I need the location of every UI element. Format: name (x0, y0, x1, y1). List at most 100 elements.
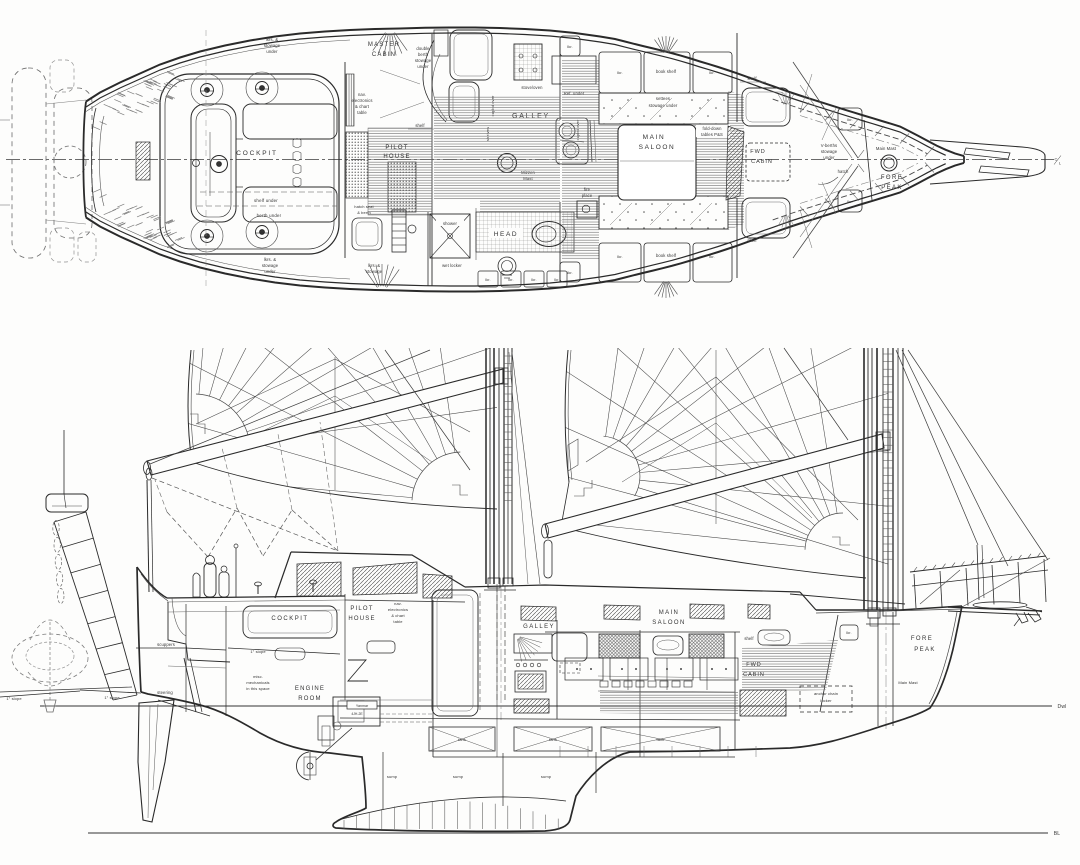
svg-text:stove/oven: stove/oven (521, 85, 543, 90)
svg-text:berth: berth (418, 52, 429, 57)
svg-text:misc.: misc. (253, 674, 263, 679)
svg-text:book shelf: book shelf (656, 253, 677, 258)
svg-text:in this space: in this space (246, 686, 270, 691)
svg-text:& chart: & chart (391, 613, 405, 618)
svg-text:wet locker: wet locker (442, 263, 462, 268)
svg-text:4JH-2E: 4JH-2E (351, 712, 363, 716)
svg-text:HOUSE: HOUSE (348, 616, 375, 622)
svg-text:lkr.: lkr. (508, 278, 513, 282)
svg-text:stowage: stowage (262, 263, 279, 268)
svg-text:under: under (417, 64, 429, 69)
svg-text:lkr.: lkr. (709, 70, 715, 75)
svg-text:& berth: & berth (357, 210, 371, 215)
svg-text:sump: sump (453, 774, 464, 779)
svg-text:MAIN: MAIN (643, 134, 666, 141)
svg-text:locker: locker (820, 698, 832, 703)
svg-text:hatch seat: hatch seat (354, 204, 374, 209)
svg-text:double: double (416, 46, 430, 51)
svg-text:under: under (266, 49, 278, 54)
svg-text:V-berths: V-berths (821, 143, 837, 148)
svg-text:lkr.: lkr. (846, 631, 851, 635)
svg-text:shelf under: shelf under (254, 198, 278, 203)
svg-text:table: table (357, 110, 367, 115)
svg-text:lkr.: lkr. (709, 254, 715, 259)
svg-text:shelf: shelf (747, 238, 757, 243)
svg-text:anchor chain: anchor chain (814, 691, 838, 696)
svg-text:tank: tank (458, 737, 466, 742)
svg-text:tank: tank (657, 737, 665, 742)
svg-text:stowage: stowage (264, 43, 281, 48)
svg-text:lkr.: lkr. (847, 199, 853, 204)
svg-text:lkrs. &: lkrs. & (264, 257, 276, 262)
svg-text:electronics: electronics (388, 607, 408, 612)
svg-text:PILOT: PILOT (350, 606, 373, 612)
svg-text:FORE: FORE (911, 636, 933, 642)
svg-text:COCKPIT: COCKPIT (236, 150, 278, 157)
svg-text:shelf: shelf (744, 636, 754, 641)
svg-text:electronics: electronics (351, 98, 372, 103)
svg-text:SALOON: SALOON (639, 144, 676, 151)
svg-text:lkr.: lkr. (617, 254, 623, 259)
svg-text:GALLEY: GALLEY (523, 624, 555, 630)
svg-text:PEAK: PEAK (914, 647, 936, 653)
svg-text:& chart: & chart (355, 104, 370, 109)
svg-text:lkr.: lkr. (554, 278, 559, 282)
svg-text:CABIN: CABIN (751, 159, 773, 165)
svg-text:hatch: hatch (838, 169, 849, 174)
svg-text:shower: shower (443, 221, 458, 226)
svg-text:PILOT: PILOT (385, 145, 408, 151)
svg-text:HEAD: HEAD (494, 231, 518, 238)
svg-text:mechanicals: mechanicals (246, 680, 269, 685)
svg-text:Main Mast: Main Mast (898, 680, 918, 685)
svg-text:steering: steering (157, 690, 173, 695)
svg-text:lkr.: lkr. (531, 278, 536, 282)
svg-text:shelf: shelf (747, 76, 757, 81)
svg-text:under: under (264, 269, 276, 274)
svg-text:shelf: shelf (415, 123, 425, 128)
svg-text:nav.: nav. (394, 601, 402, 606)
svg-text:place: place (582, 193, 593, 198)
svg-text:stowage: stowage (415, 58, 432, 63)
svg-text:book shelf: book shelf (656, 69, 677, 74)
svg-text:SALOON: SALOON (652, 620, 685, 626)
svg-text:lkr.: lkr. (567, 44, 573, 49)
svg-text:fold-down: fold-down (702, 126, 722, 131)
svg-text:berth under: berth under (257, 213, 282, 218)
svg-text:lkr.: lkr. (847, 117, 853, 122)
svg-text:C: C (1055, 157, 1058, 162)
svg-text:sump: sump (387, 774, 398, 779)
svg-text:CABIN: CABIN (372, 52, 396, 58)
svg-text:BL: BL (1054, 831, 1061, 837)
svg-text:lkrs. &: lkrs. & (368, 263, 380, 268)
svg-text:stowage: stowage (821, 149, 838, 154)
svg-text:1° slope: 1° slope (6, 696, 22, 701)
svg-text:sump: sump (541, 774, 552, 779)
svg-text:1° slope: 1° slope (250, 649, 266, 654)
svg-text:1° slope: 1° slope (104, 695, 120, 700)
svg-text:tables P&S: tables P&S (701, 132, 723, 137)
svg-text:CABIN: CABIN (743, 672, 765, 678)
svg-text:Yanmar: Yanmar (356, 704, 369, 708)
svg-text:Main Mast: Main Mast (876, 146, 897, 151)
svg-text:lkr.: lkr. (485, 278, 490, 282)
svg-text:HOUSE: HOUSE (383, 154, 410, 160)
svg-text:FORE: FORE (881, 175, 903, 181)
svg-text:under: under (823, 155, 835, 160)
svg-text:scuppers: scuppers (157, 642, 175, 647)
svg-text:ENGINE: ENGINE (295, 686, 325, 692)
svg-text:stowage: stowage (366, 269, 383, 274)
svg-text:COCKPIT: COCKPIT (271, 616, 308, 622)
svg-text:nav.: nav. (358, 92, 366, 97)
svg-text:stowage under: stowage under (649, 103, 678, 108)
svg-text:FWD: FWD (746, 662, 762, 668)
svg-text:ROOM: ROOM (298, 696, 321, 702)
svg-text:settees: settees (656, 96, 670, 101)
svg-text:table: table (393, 619, 403, 624)
svg-text:lkrs. &: lkrs. & (266, 37, 278, 42)
svg-text:lkr.: lkr. (567, 270, 573, 275)
svg-text:PEAK: PEAK (881, 185, 903, 191)
svg-text:MAIN: MAIN (659, 610, 680, 616)
svg-text:fire: fire (584, 187, 591, 192)
svg-text:Dwl: Dwl (1058, 704, 1067, 710)
svg-text:lkr.: lkr. (617, 70, 623, 75)
